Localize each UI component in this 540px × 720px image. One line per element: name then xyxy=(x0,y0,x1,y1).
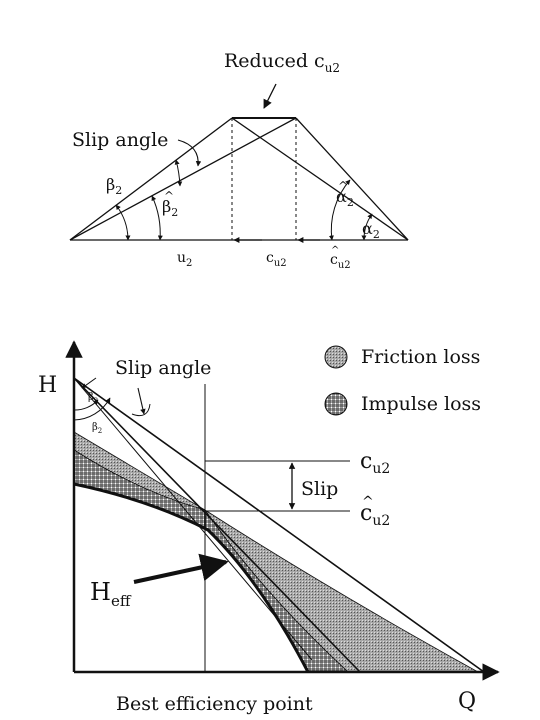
alpha2-arc xyxy=(361,213,373,241)
legend-friction-label: Friction loss xyxy=(361,346,480,368)
cu2-label: cu2 xyxy=(266,250,287,269)
absolute-velocity-line xyxy=(231,117,409,241)
bottom-cu2-hat-label: cu2 xyxy=(360,501,390,529)
bottom-beta2-hat-arc xyxy=(73,397,111,421)
legend-impulse-label: Impulse loss xyxy=(361,393,481,415)
head-flow-diagram: Friction loss Impulse loss H Q Slip angl… xyxy=(38,340,500,715)
friction-loss-region xyxy=(73,431,480,673)
bottom-slip-arc xyxy=(131,403,151,417)
alpha2-label: α2 xyxy=(362,219,380,241)
h-axis-label: H xyxy=(38,373,57,398)
reduced-cu2-label: Reduced cu2 xyxy=(224,50,340,75)
bottom-beta2-arc xyxy=(73,399,99,411)
bottom-cu2-hat-caret: ^ xyxy=(362,494,374,510)
slip-angle-pointer xyxy=(177,139,202,167)
velocity-triangle: Reduced cu2 Slip angle β2 β2 ^ α2 ^ α2 u… xyxy=(69,50,409,271)
alpha2-hat-arc xyxy=(328,179,351,241)
slip-angle-arc xyxy=(174,159,183,187)
beta2-hat-caret: ^ xyxy=(164,189,174,203)
bottom-slip-angle-label: Slip angle xyxy=(115,357,211,379)
reduced-head-line xyxy=(73,377,361,673)
heff-curve xyxy=(73,482,310,673)
beta2-arc xyxy=(115,204,131,241)
relative-velocity-line xyxy=(69,117,233,241)
slip-label: Slip xyxy=(301,478,338,500)
beta2-label: β2 xyxy=(106,175,122,197)
u2-label: u2 xyxy=(177,250,192,269)
legend-friction-swatch xyxy=(324,345,348,369)
reduced-relative-line xyxy=(69,117,297,241)
beta2-hat-arc xyxy=(151,195,163,241)
bep-label: Best efficiency point xyxy=(116,693,313,715)
bottom-beta2-hat-label: β2 xyxy=(92,422,102,435)
heff-pointer-arrow xyxy=(133,553,229,584)
alpha2-hat-label: α2 xyxy=(336,187,354,209)
beta2-hat-label: β2 xyxy=(162,197,178,219)
slip-angle-label: Slip angle xyxy=(72,129,168,151)
bottom-cu2-label: cu2 xyxy=(360,449,390,477)
reduced-pointer-arrow xyxy=(263,83,277,109)
euler-head-line xyxy=(73,377,485,673)
cu2-hat-label: cu2 xyxy=(330,252,351,271)
bottom-beta2-label: β2 xyxy=(88,392,98,405)
small-tick-arrow xyxy=(81,377,97,389)
bottom-slip-pointer xyxy=(137,387,146,415)
cu2-hat-caret: ^ xyxy=(331,245,339,256)
alpha2-hat-caret: ^ xyxy=(338,179,348,193)
q-axis-label: Q xyxy=(458,689,476,714)
legend-impulse-swatch xyxy=(324,392,348,416)
reduced-absolute-line xyxy=(295,117,409,241)
heff-label: Heff xyxy=(90,578,132,610)
